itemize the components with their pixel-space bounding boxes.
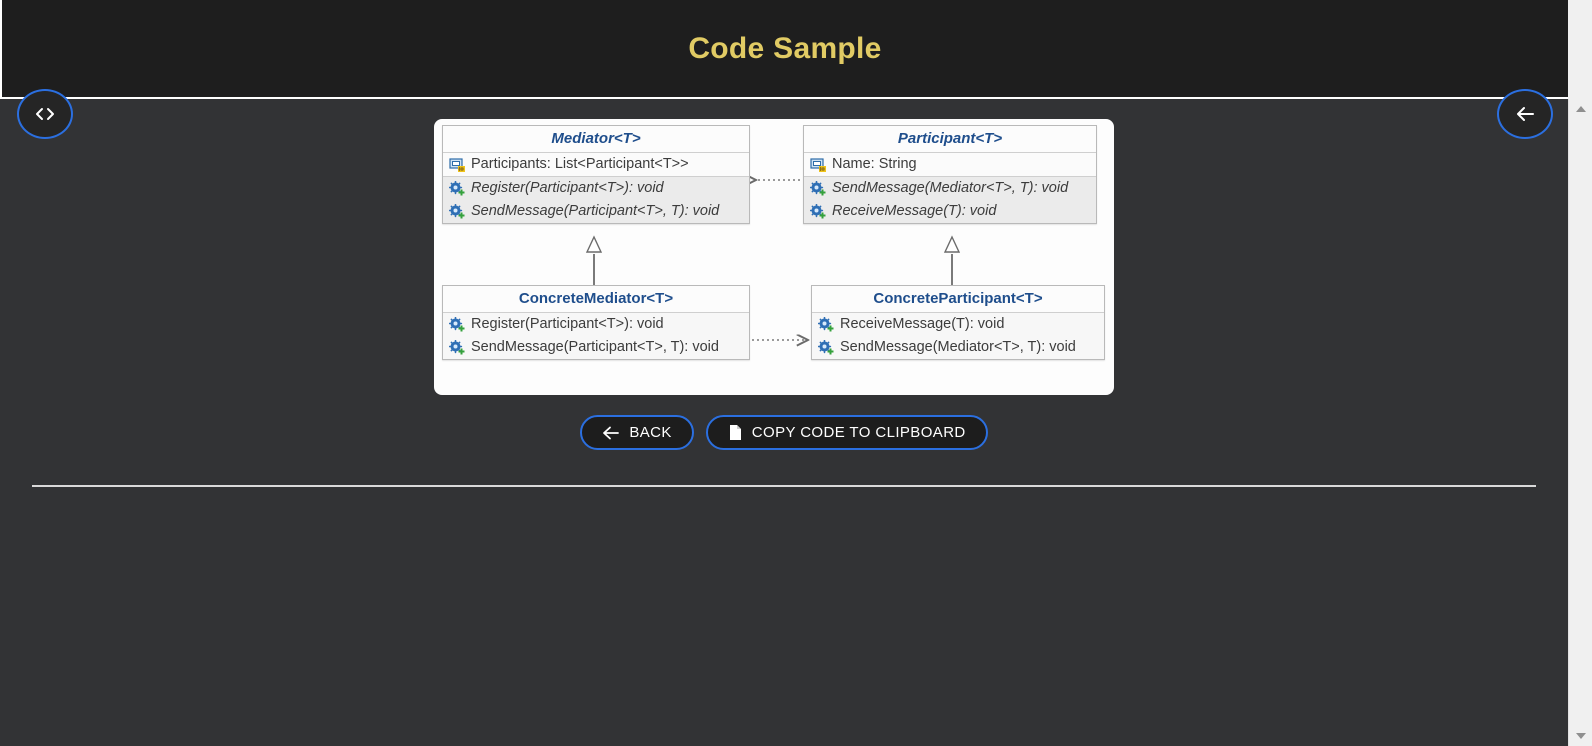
uml-property-label: Name: String [832,156,917,172]
uml-method-row: SendMessage(Mediator<T>, T): void [804,177,1096,200]
arrow-left-icon [1513,105,1537,123]
scroll-up-icon[interactable] [1569,99,1592,119]
uml-method-label: ReceiveMessage(T): void [840,316,1005,332]
inheritance-triangle-participant [943,235,961,253]
back-nav-button[interactable] [1497,89,1553,139]
scrollbar-corner [1568,0,1592,99]
vertical-scrollbar[interactable] [1568,99,1592,746]
method-icon [810,180,827,197]
uml-methods-section: Register(Participant<T>): void SendMessa… [443,176,749,223]
uml-diagram-card: Mediator<T> Participants: List<Participa… [434,119,1114,395]
content-scroll-area: Mediator<T> Participants: List<Participa… [0,99,1568,746]
uml-method-row: SendMessage(Participant<T>, T): void [443,336,749,359]
uml-class-concretemediator[interactable]: ConcreteMediator<T> Register(Participant… [442,285,750,360]
code-icon [34,107,56,121]
uml-properties-section: Participants: List<Participant<T>> [443,153,749,176]
uml-method-row: ReceiveMessage(T): void [812,313,1104,336]
method-icon [810,203,827,220]
arrow-left-icon [602,426,620,440]
method-icon [449,203,466,220]
uml-method-label: SendMessage(Mediator<T>, T): void [832,180,1069,196]
uml-method-row: Register(Participant<T>): void [443,313,749,336]
uml-property-row: Participants: List<Participant<T>> [443,153,749,176]
method-icon [449,180,466,197]
uml-property-label: Participants: List<Participant<T>> [471,156,689,172]
uml-method-label: SendMessage(Participant<T>, T): void [471,203,720,219]
uml-method-label: ReceiveMessage(T): void [832,203,997,219]
back-button[interactable]: BACK [580,415,694,450]
uml-class-title: ConcreteMediator<T> [443,286,749,313]
uml-method-row: SendMessage(Mediator<T>, T): void [812,336,1104,359]
inheritance-triangle-mediator [585,235,603,253]
back-button-label: BACK [629,424,672,441]
clipboard-file-icon [728,424,743,441]
section-divider [32,485,1536,487]
copy-code-button-label: COPY CODE TO CLIPBOARD [751,424,966,441]
page-header: Code Sample [0,0,1568,99]
property-icon [810,157,827,173]
method-icon [449,316,466,333]
uml-connectors [585,119,961,395]
method-icon [449,339,466,356]
uml-method-label: SendMessage(Participant<T>, T): void [471,339,719,355]
uml-method-label: Register(Participant<T>): void [471,180,664,196]
uml-class-title: Participant<T> [804,126,1096,153]
uml-methods-section: ReceiveMessage(T): void SendMessage(Medi… [812,313,1104,359]
scroll-down-icon[interactable] [1569,726,1592,746]
page-title: Code Sample [688,31,882,65]
uml-method-row: Register(Participant<T>): void [443,177,749,200]
property-icon [449,157,466,173]
uml-methods-section: Register(Participant<T>): void SendMessa… [443,313,749,359]
uml-property-row: Name: String [804,153,1096,176]
uml-method-row: ReceiveMessage(T): void [804,200,1096,223]
method-icon [818,339,835,356]
uml-class-concreteparticipant[interactable]: ConcreteParticipant<T> ReceiveMessage(T)… [811,285,1105,360]
uml-method-label: SendMessage(Mediator<T>, T): void [840,339,1076,355]
uml-class-participant[interactable]: Participant<T> Name: String [803,125,1097,224]
uml-method-label: Register(Participant<T>): void [471,316,664,332]
uml-class-title: ConcreteParticipant<T> [812,286,1104,313]
uml-methods-section: SendMessage(Mediator<T>, T): void Receiv… [804,176,1096,223]
method-icon [818,316,835,333]
uml-class-title: Mediator<T> [443,126,749,153]
code-toggle-button[interactable] [17,89,73,139]
uml-class-mediator[interactable]: Mediator<T> Participants: List<Participa… [442,125,750,224]
action-button-row: BACK COPY CODE TO CLIPBOARD [0,415,1568,450]
uml-properties-section: Name: String [804,153,1096,176]
copy-code-button[interactable]: COPY CODE TO CLIPBOARD [705,415,988,450]
uml-method-row: SendMessage(Participant<T>, T): void [443,200,749,223]
